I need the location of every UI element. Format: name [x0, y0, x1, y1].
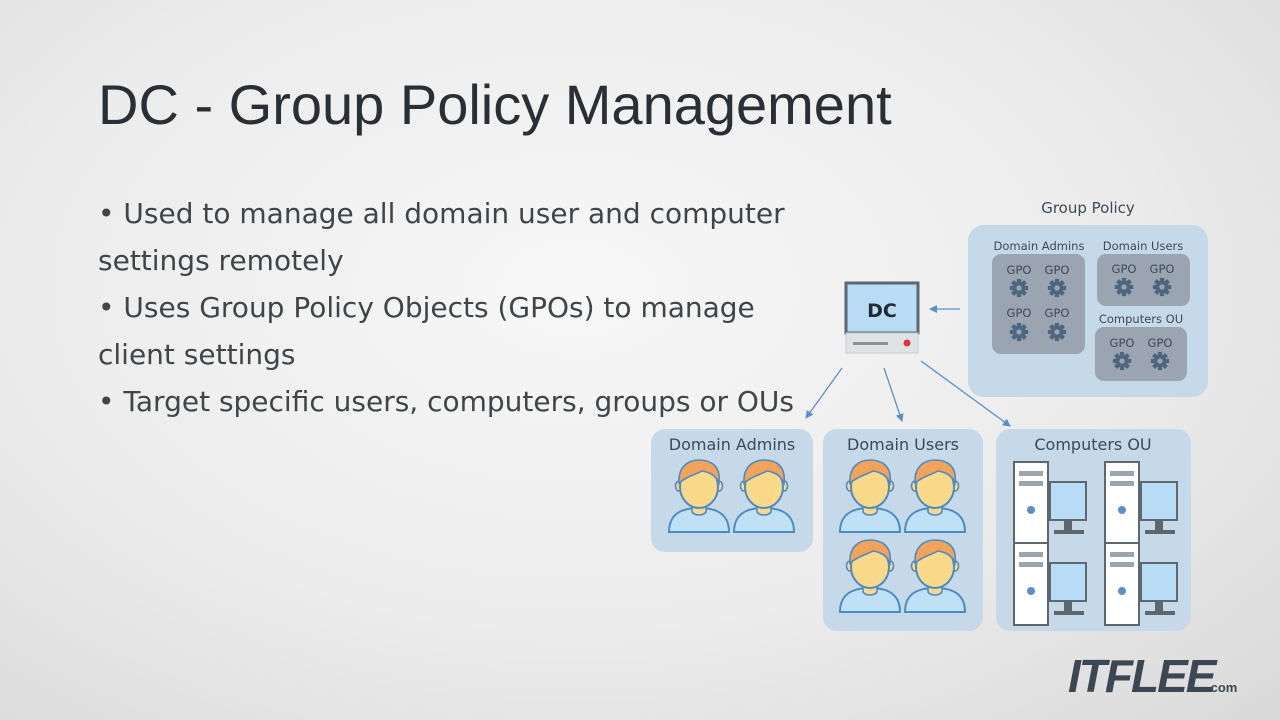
computers-ou-label: Computers OU [1034, 435, 1151, 454]
gpo-label: GPO [1007, 306, 1032, 320]
gpo-label: GPO [1007, 263, 1032, 277]
gpo-label: GPO [1045, 306, 1070, 320]
gear-icon [1112, 351, 1132, 371]
gpo-item: GPO [1045, 263, 1070, 298]
gpo-label: GPO [1045, 263, 1070, 277]
gpo-item: GPO [1148, 336, 1173, 371]
gear-icon [1047, 322, 1067, 342]
bullet-2-line-1: • Uses Group Policy Objects (GPOs) to ma… [98, 291, 755, 324]
bullet-1-line-2: settings remotely [98, 244, 344, 277]
gpo-item: GPO [1110, 336, 1135, 371]
logo-text: ITFLEE [1068, 650, 1218, 702]
gpo-label: GPO [1110, 336, 1135, 350]
gpo-item: GPO [1007, 306, 1032, 342]
arrow-to-computers-ou [920, 360, 1011, 427]
gp-domain-users-label: Domain Users [1103, 239, 1183, 253]
group-policy-title: Group Policy [1041, 199, 1135, 217]
gear-icon [1114, 277, 1134, 297]
gp-domain-admins-label: Domain Admins [994, 239, 1085, 253]
gpo-item: GPO [1045, 306, 1070, 342]
gear-icon [1152, 277, 1172, 297]
bullet-3: • Target specific users, computers, grou… [98, 385, 794, 418]
gpo-label: GPO [1150, 262, 1175, 276]
bullet-1-line-1: • Used to manage all domain user and com… [98, 197, 785, 230]
gpo-item: GPO [1112, 262, 1137, 297]
arrow-to-domain-admins [805, 367, 843, 419]
gpo-label: GPO [1112, 262, 1137, 276]
arrow-to-domain-users [883, 367, 904, 422]
dc-label: DC [867, 300, 897, 322]
gpo-label: GPO [1148, 336, 1173, 350]
gear-icon [1047, 278, 1067, 298]
domain-users-label: Domain Users [847, 435, 959, 454]
gear-icon [1009, 278, 1029, 298]
logo-suffix: .com [1207, 680, 1237, 695]
gpo-item: GPO [1007, 263, 1032, 298]
gear-icon [1150, 351, 1170, 371]
bullet-2-line-2: client settings [98, 338, 296, 371]
slide-title: DC - Group Policy Management [98, 73, 892, 136]
gp-computers-ou-label: Computers OU [1099, 312, 1183, 326]
gear-icon [1009, 322, 1029, 342]
dc-computer-icon [844, 281, 920, 354]
itflee-logo: ITFLEE .com [1068, 650, 1237, 702]
domain-admins-label: Domain Admins [669, 435, 796, 454]
bullet-list: • Used to manage all domain user and com… [98, 190, 818, 425]
gpo-item: GPO [1150, 262, 1175, 297]
